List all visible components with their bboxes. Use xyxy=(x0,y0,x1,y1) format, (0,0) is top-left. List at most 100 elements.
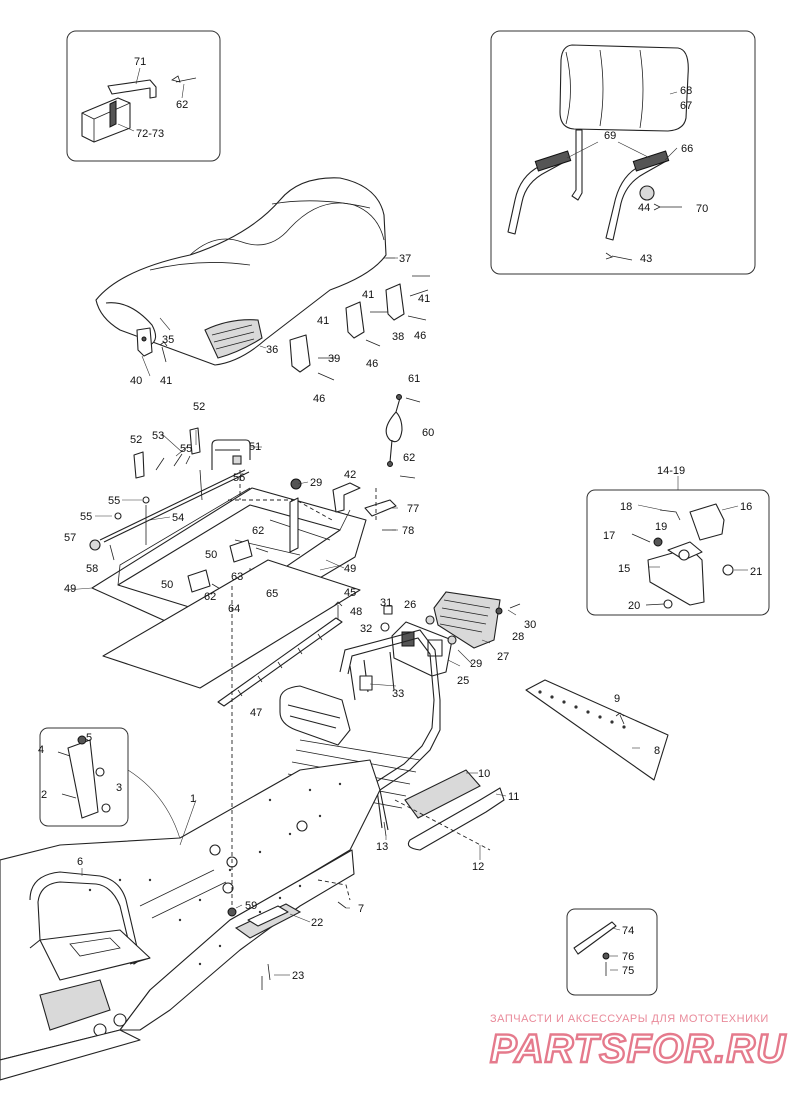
callout-49-b: 49 xyxy=(64,583,76,595)
rack-rail-outer xyxy=(339,629,441,831)
callout-54: 54 xyxy=(172,512,184,524)
callout-55-c: 55 xyxy=(80,511,92,523)
callout-18: 18 xyxy=(620,501,632,513)
bolt-part-43 xyxy=(605,252,633,261)
callout-10: 10 xyxy=(478,768,490,780)
screw-part-30 xyxy=(509,603,521,609)
bracket-axis xyxy=(394,799,491,851)
rivet-part-41 xyxy=(159,341,168,363)
callout-36: 36 xyxy=(266,344,278,356)
small-brackets xyxy=(290,478,397,531)
watermark-brand: PARTSFOR.RU xyxy=(490,1027,786,1071)
callout-30: 30 xyxy=(524,619,536,631)
callout-26: 26 xyxy=(404,599,416,611)
washer-part-55a xyxy=(142,496,150,504)
callout-41-c: 41 xyxy=(317,315,329,327)
callout-21: 21 xyxy=(750,566,762,578)
inset-frame xyxy=(566,908,658,996)
callout-35: 35 xyxy=(162,334,174,346)
seat-cushion-part xyxy=(81,97,131,143)
callout-16: 16 xyxy=(740,501,752,513)
rivets-61-62 xyxy=(399,397,421,479)
callout-59: 59 xyxy=(245,900,257,912)
pin-part-19 xyxy=(653,537,663,547)
callout-41-a: 41 xyxy=(362,289,374,301)
callout-46-a: 46 xyxy=(414,330,426,342)
washer-part-55b xyxy=(114,512,122,520)
callout-25: 25 xyxy=(457,675,469,687)
bolt-part-20 xyxy=(645,603,665,606)
callout-67: 67 xyxy=(680,100,692,112)
seat-assembly xyxy=(95,177,430,381)
bumper-panel xyxy=(39,979,111,1031)
callout-75: 75 xyxy=(622,965,634,977)
seat-cushion-edges xyxy=(81,102,131,142)
callout-65: 65 xyxy=(266,588,278,600)
callout-68: 68 xyxy=(680,85,692,97)
cable-end xyxy=(389,439,393,463)
bracket-part-39 xyxy=(289,334,311,373)
hitch-plate xyxy=(39,929,151,981)
inset-frame xyxy=(490,30,756,275)
callout-49-a: 49 xyxy=(344,563,356,575)
bulb-window xyxy=(427,639,443,657)
callout-17: 17 xyxy=(603,530,615,542)
callout-43: 43 xyxy=(640,253,652,265)
connector-part-33 xyxy=(359,675,373,691)
callout-3: 3 xyxy=(116,782,122,794)
cable-loop-part-60 xyxy=(385,397,403,443)
inset-strip-74 xyxy=(566,908,658,996)
hinge-strip xyxy=(217,601,343,707)
callout-5: 5 xyxy=(86,732,92,744)
callout-33: 33 xyxy=(392,688,404,700)
knob-part-57 xyxy=(89,539,101,551)
rack-side-loop xyxy=(279,685,351,746)
callout-39: 39 xyxy=(328,353,340,365)
callout-1: 1 xyxy=(190,793,196,805)
callout-42: 42 xyxy=(344,469,356,481)
callout-51: 51 xyxy=(249,441,261,453)
callout-63: 63 xyxy=(231,571,243,583)
callout-78: 78 xyxy=(402,525,414,537)
callout-50-a: 50 xyxy=(205,549,217,561)
grommet-part-29 xyxy=(447,635,457,645)
bolt-axis-7 xyxy=(317,879,351,901)
callout-76: 76 xyxy=(622,951,634,963)
hinge-knuckles xyxy=(237,633,323,697)
callout-7: 7 xyxy=(358,903,364,915)
bracket-part-52-right xyxy=(189,427,201,455)
tunnel-rib xyxy=(139,869,227,919)
screw-part-26 xyxy=(425,615,435,625)
callout-60: 60 xyxy=(422,427,434,439)
callout-19: 19 xyxy=(655,521,667,533)
latch-rod-part-54 xyxy=(99,469,246,541)
tunnel-side-wall xyxy=(119,849,355,1031)
callout-48: 48 xyxy=(350,606,362,618)
flap-holes xyxy=(538,690,626,729)
snow-flap xyxy=(383,679,669,851)
inset-seat-accessory xyxy=(66,30,221,162)
bracket-part-31 xyxy=(383,605,393,615)
callout-74: 74 xyxy=(622,925,634,937)
bolt-part-13 xyxy=(383,821,387,837)
box-divider xyxy=(289,497,299,553)
bracket-part-77 xyxy=(364,499,397,517)
callout-37: 37 xyxy=(399,253,411,265)
callout-62-b: 62 xyxy=(403,452,415,464)
strip-part-74 xyxy=(573,921,617,955)
callout-62-d: 62 xyxy=(204,591,216,603)
rack-side-bars xyxy=(287,704,341,729)
callout-55-b: 55 xyxy=(108,495,120,507)
rear-rack xyxy=(279,629,441,831)
rivets-39 xyxy=(317,357,336,381)
liner-part-45 xyxy=(102,559,361,689)
hitch-block-part-16 xyxy=(689,503,725,541)
bolt-part-17 xyxy=(631,533,651,543)
callout-2: 2 xyxy=(41,789,47,801)
rivet-part-48 xyxy=(333,601,343,620)
tail-light xyxy=(380,591,521,677)
clip-part-56 xyxy=(232,455,242,465)
callout-20: 20 xyxy=(628,600,640,612)
